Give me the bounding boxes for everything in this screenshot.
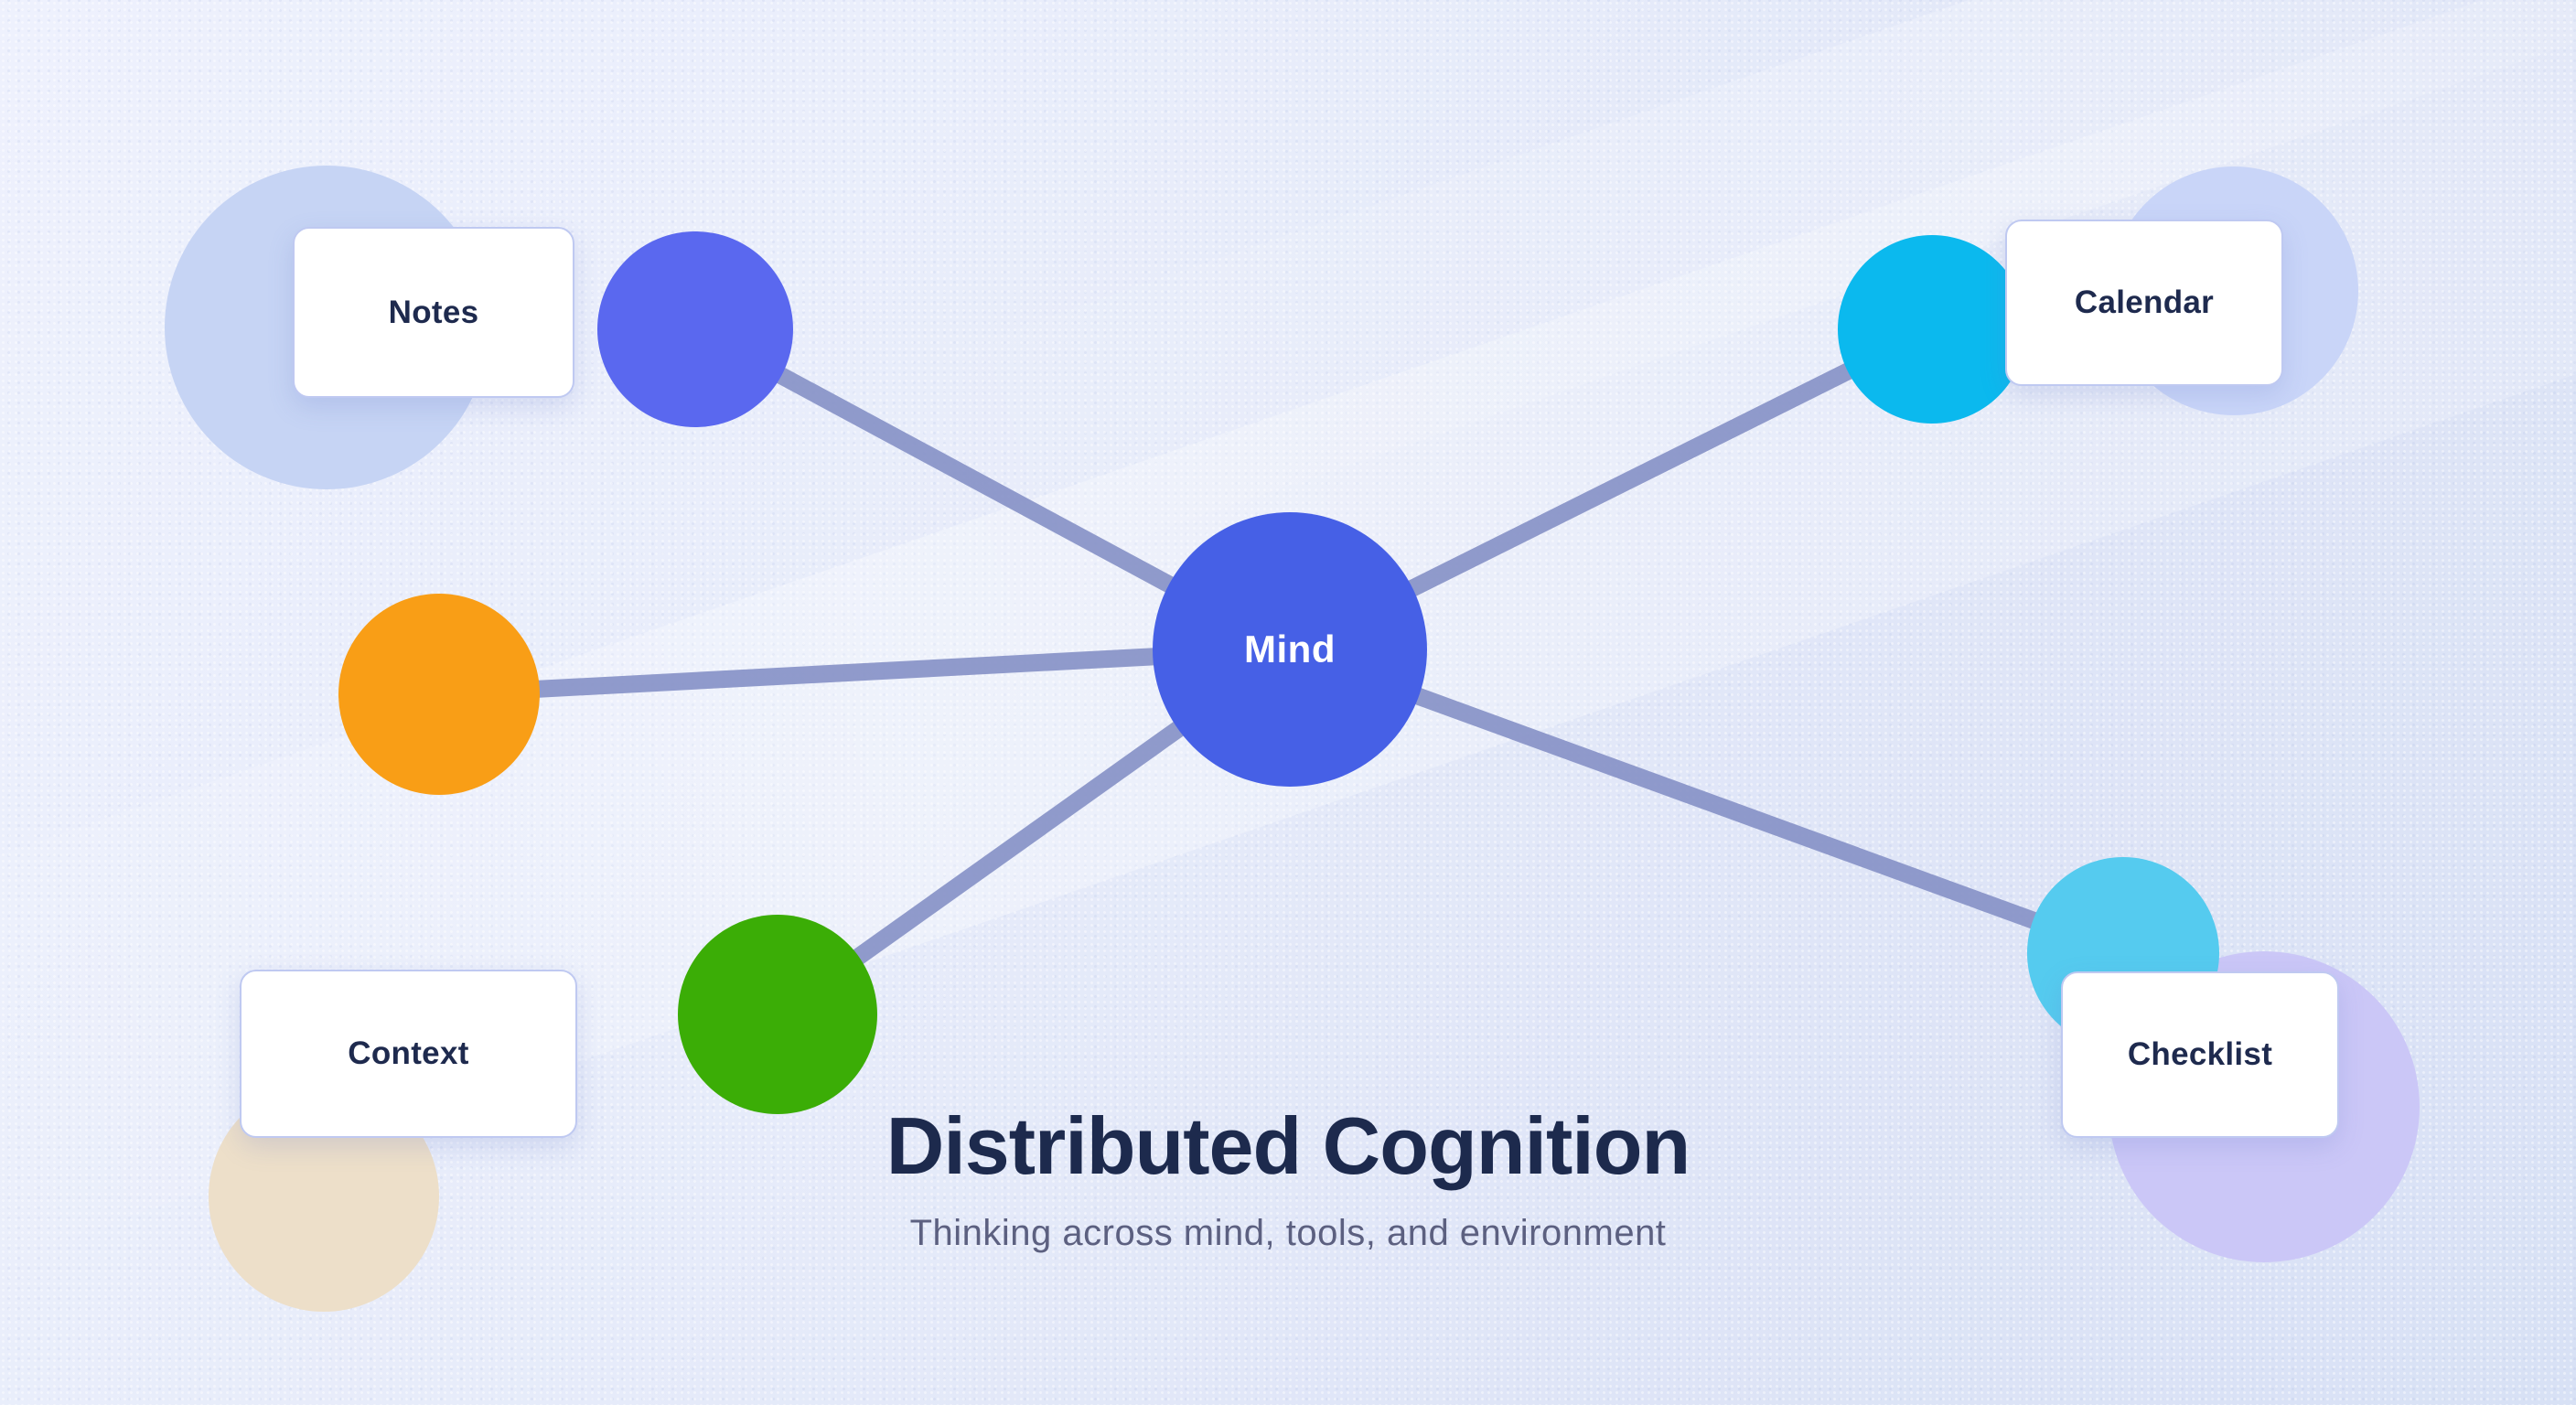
edge-mind-orange	[438, 640, 1291, 703]
green-node-circle	[678, 915, 877, 1114]
notes-card-label: Notes	[388, 294, 479, 330]
context-card-label: Context	[348, 1035, 469, 1071]
notes-card: Notes	[293, 227, 574, 398]
page-subtitle: Thinking across mind, tools, and environ…	[909, 1212, 1667, 1253]
edge-mind-checklist	[1286, 641, 2127, 961]
calendar-node-circle	[1838, 235, 2026, 424]
notes-node-circle	[597, 231, 793, 427]
checklist-card-label: Checklist	[2127, 1036, 2273, 1072]
calendar-card: Calendar	[2005, 220, 2283, 386]
page-title: Distributed Cognition	[886, 1100, 1690, 1191]
orange-node-circle	[338, 594, 540, 795]
caption-block: Distributed Cognition Thinking across mi…	[0, 1100, 2576, 1254]
mind-node: Mind	[1153, 512, 1427, 787]
calendar-card-label: Calendar	[2074, 284, 2215, 320]
mind-node-label: Mind	[1244, 627, 1336, 670]
checklist-card: Checklist	[2061, 971, 2339, 1138]
context-card: Context	[240, 970, 577, 1138]
